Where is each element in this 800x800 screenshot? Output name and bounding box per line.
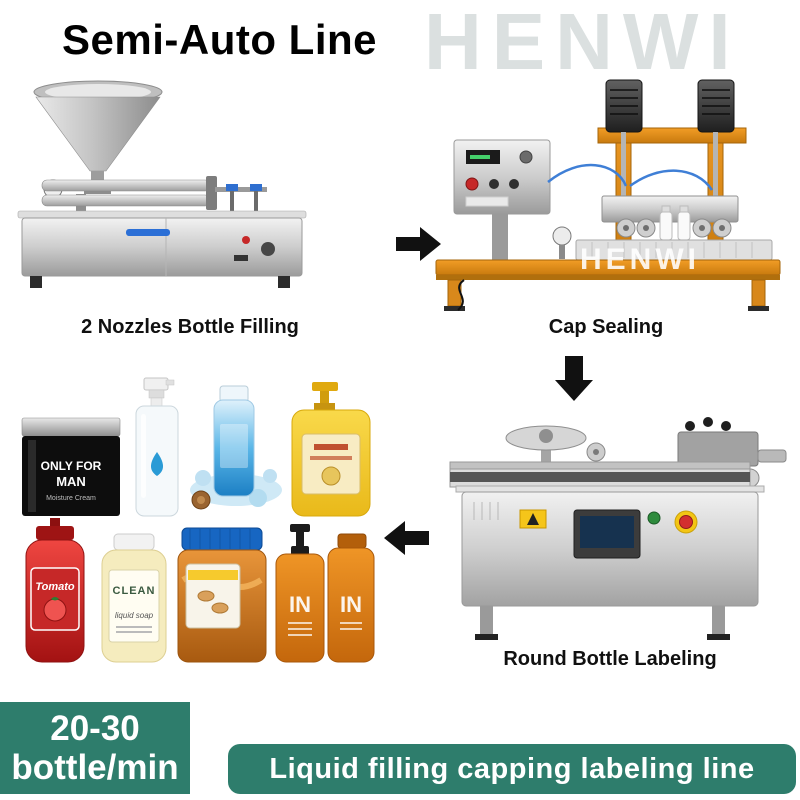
labeling-machine-image [428,398,792,642]
brand-watermark: HENWI [424,0,741,86]
amber-cap-bottle-image: IN [327,533,375,663]
arrow-right-icon [396,226,442,262]
filling-machine-illustration [17,80,307,288]
photo-watermark: HENWI [580,243,700,276]
products-illustration: ONLY FOR MAN Moisture Cream [21,377,375,663]
speed-badge-unit: bottle/min [11,748,179,787]
peanut-butter-jar-image [177,527,267,663]
cap-sealing-illustration [435,79,781,311]
spray-bottle-image [135,377,179,517]
ketchup-bottle-image: Tomato [25,518,85,663]
ketchup-label-text: Tomato [35,581,75,593]
amber-pump-bottle-text: IN [289,592,311,617]
cream-jar-text-1: ONLY FOR [41,459,102,473]
labeling-station-label: Round Bottle Labeling [503,648,717,670]
amber-pump-bottle-image: IN [275,524,325,663]
cream-jar-text-3: Moisture Cream [46,495,96,502]
filling-machine-image [6,68,338,312]
capping-station-label: Cap Sealing [548,316,664,338]
products-collage-image: ONLY FOR MAN Moisture Cream [8,368,380,670]
cream-jar-text-2: MAN [56,474,86,489]
labeling-illustration [449,417,787,640]
yellow-shampoo-bottle-image [291,382,371,517]
amber-cap-bottle-text: IN [340,592,362,617]
page-title: Semi-Auto Line [62,16,378,63]
cream-jar-image: ONLY FOR MAN Moisture Cream [21,417,121,516]
liquid-soap-bottle-image: CLEAN liquid soap [101,533,167,663]
soap-label-text-2: liquid soap [115,611,154,620]
arrow-left-icon [383,520,429,556]
blue-lotion-bottle-image [190,385,282,510]
soap-label-text-1: CLEAN [113,585,156,597]
speed-badge-rate: 20-30 [50,708,140,748]
speed-badge: 20-30 bottle/min [0,702,190,794]
cap-sealing-machine-image [420,78,792,312]
filling-station-label: 2 Nozzles Bottle Filling [81,316,299,338]
bottom-banner: Liquid filling capping labeling line [228,744,796,794]
arrow-down-icon [554,356,594,402]
